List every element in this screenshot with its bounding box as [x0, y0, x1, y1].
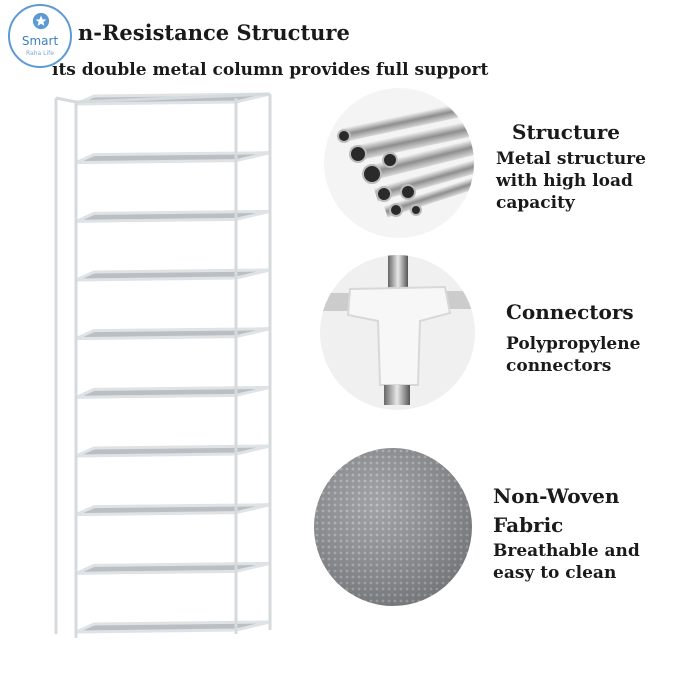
rack-shelf	[75, 561, 271, 575]
rack-shelf	[75, 209, 271, 223]
feature-title-fabric: Non-Woven Fabric	[493, 484, 620, 537]
logo-brand-text: Smart	[21, 34, 59, 48]
rack-shelf	[75, 503, 271, 517]
feature-desc-structure: Metal structure with high load capacity	[496, 149, 646, 213]
feature-desc-fabric: Breathable and easy to clean	[493, 541, 640, 583]
star-icon	[32, 12, 50, 30]
page-subline: ıts double metal column provides full su…	[52, 60, 489, 80]
feature-desc-connectors: Polypropylene connectors	[506, 334, 641, 376]
brand-logo: Smart Raha Life	[8, 4, 72, 68]
fabric-texture-image	[314, 448, 472, 606]
logo-sub-text: Raha Life	[26, 50, 54, 57]
rack-shelf	[75, 327, 271, 341]
rack-shelf	[75, 385, 271, 399]
feature-title-connectors: Connectors	[506, 300, 634, 324]
rack-shelf	[75, 444, 271, 458]
metal-tubes-image	[324, 88, 474, 238]
page-headline: n-Resistance Structure	[78, 20, 350, 45]
shoe-rack-image	[54, 92, 272, 638]
plastic-connector-image	[320, 255, 475, 410]
rack-shelf	[75, 151, 271, 165]
rack-shelf	[75, 268, 271, 282]
feature-title-structure: Structure	[512, 120, 620, 144]
rack-shelf	[75, 620, 271, 634]
